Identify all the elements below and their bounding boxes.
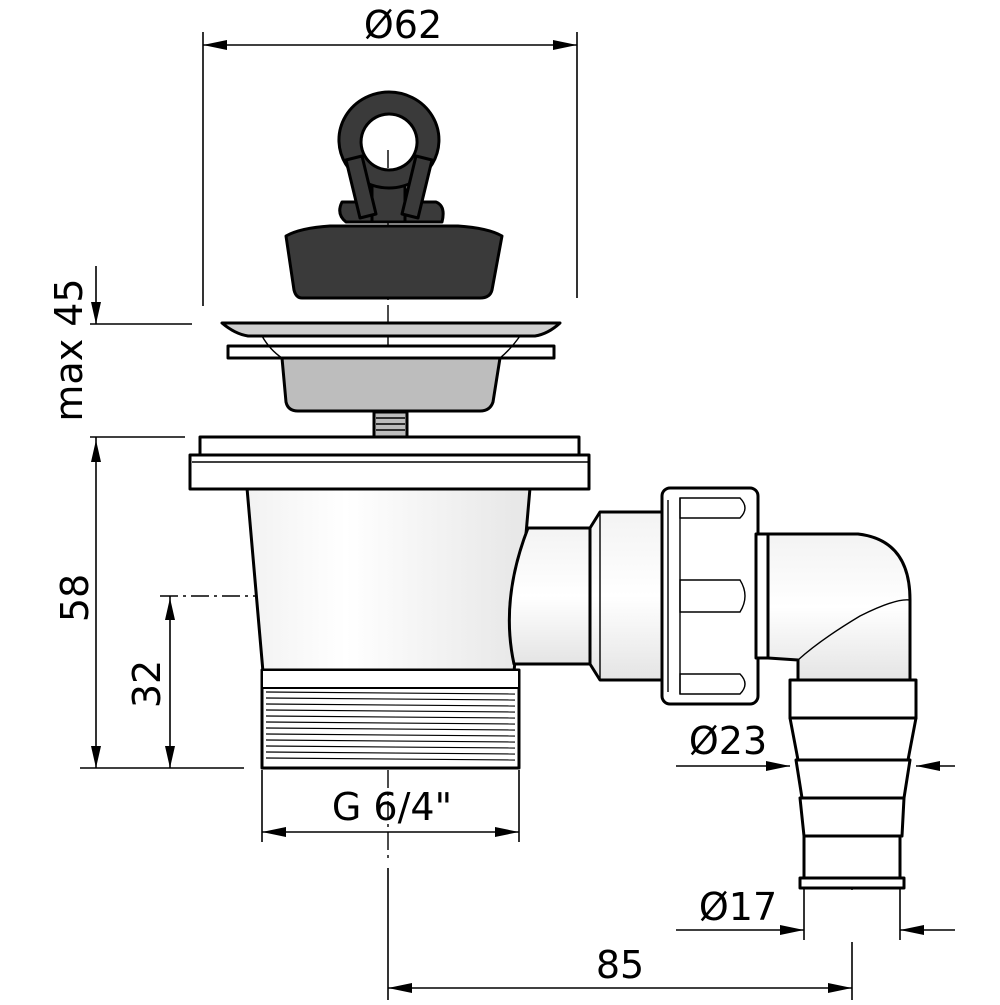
dim-overflow-height: max 45	[47, 266, 192, 438]
body-height-label: 58	[53, 574, 97, 622]
thread-line	[265, 697, 516, 701]
dim-hose-diameter: Ø17	[676, 885, 955, 940]
thread-line	[265, 721, 516, 725]
overflow-height-label: max 45	[47, 278, 91, 421]
thread-label: G 6/4"	[332, 785, 452, 829]
thread-line	[265, 709, 516, 713]
dim-outlet-diameter: Ø23	[676, 719, 955, 771]
elbow	[766, 532, 912, 682]
thread-line	[265, 703, 516, 707]
outlet-axis-height-label: 32	[125, 660, 169, 708]
union-nut	[660, 486, 760, 706]
dim-body-height: 58	[53, 437, 244, 769]
thread-line	[265, 715, 516, 719]
hose-diameter-label: Ø17	[699, 885, 777, 929]
threaded-outlet-g64	[260, 668, 521, 770]
thread-line	[265, 691, 516, 695]
dim-outlet-axis-height: 32	[125, 596, 175, 768]
outlet-diameter-label: Ø23	[689, 719, 767, 763]
dim-top-diameter: Ø62	[202, 3, 578, 306]
waste-body	[245, 486, 592, 674]
top-diameter-label: Ø62	[364, 3, 442, 47]
thread-line	[265, 757, 516, 761]
dim-outlet-offset: 85	[387, 868, 853, 1000]
body-flange	[188, 435, 591, 491]
rubber-stopper	[284, 90, 504, 300]
strainer-basket	[220, 321, 562, 439]
thread-line	[265, 751, 516, 755]
thread-line	[265, 727, 516, 731]
side-outlet-assembly	[588, 486, 918, 890]
thread-line	[265, 739, 516, 743]
outlet-offset-label: 85	[596, 943, 644, 987]
dim-thread: G 6/4"	[261, 770, 520, 842]
thread-line	[265, 733, 516, 737]
thread-line	[265, 745, 516, 749]
hose-tail	[788, 678, 918, 890]
